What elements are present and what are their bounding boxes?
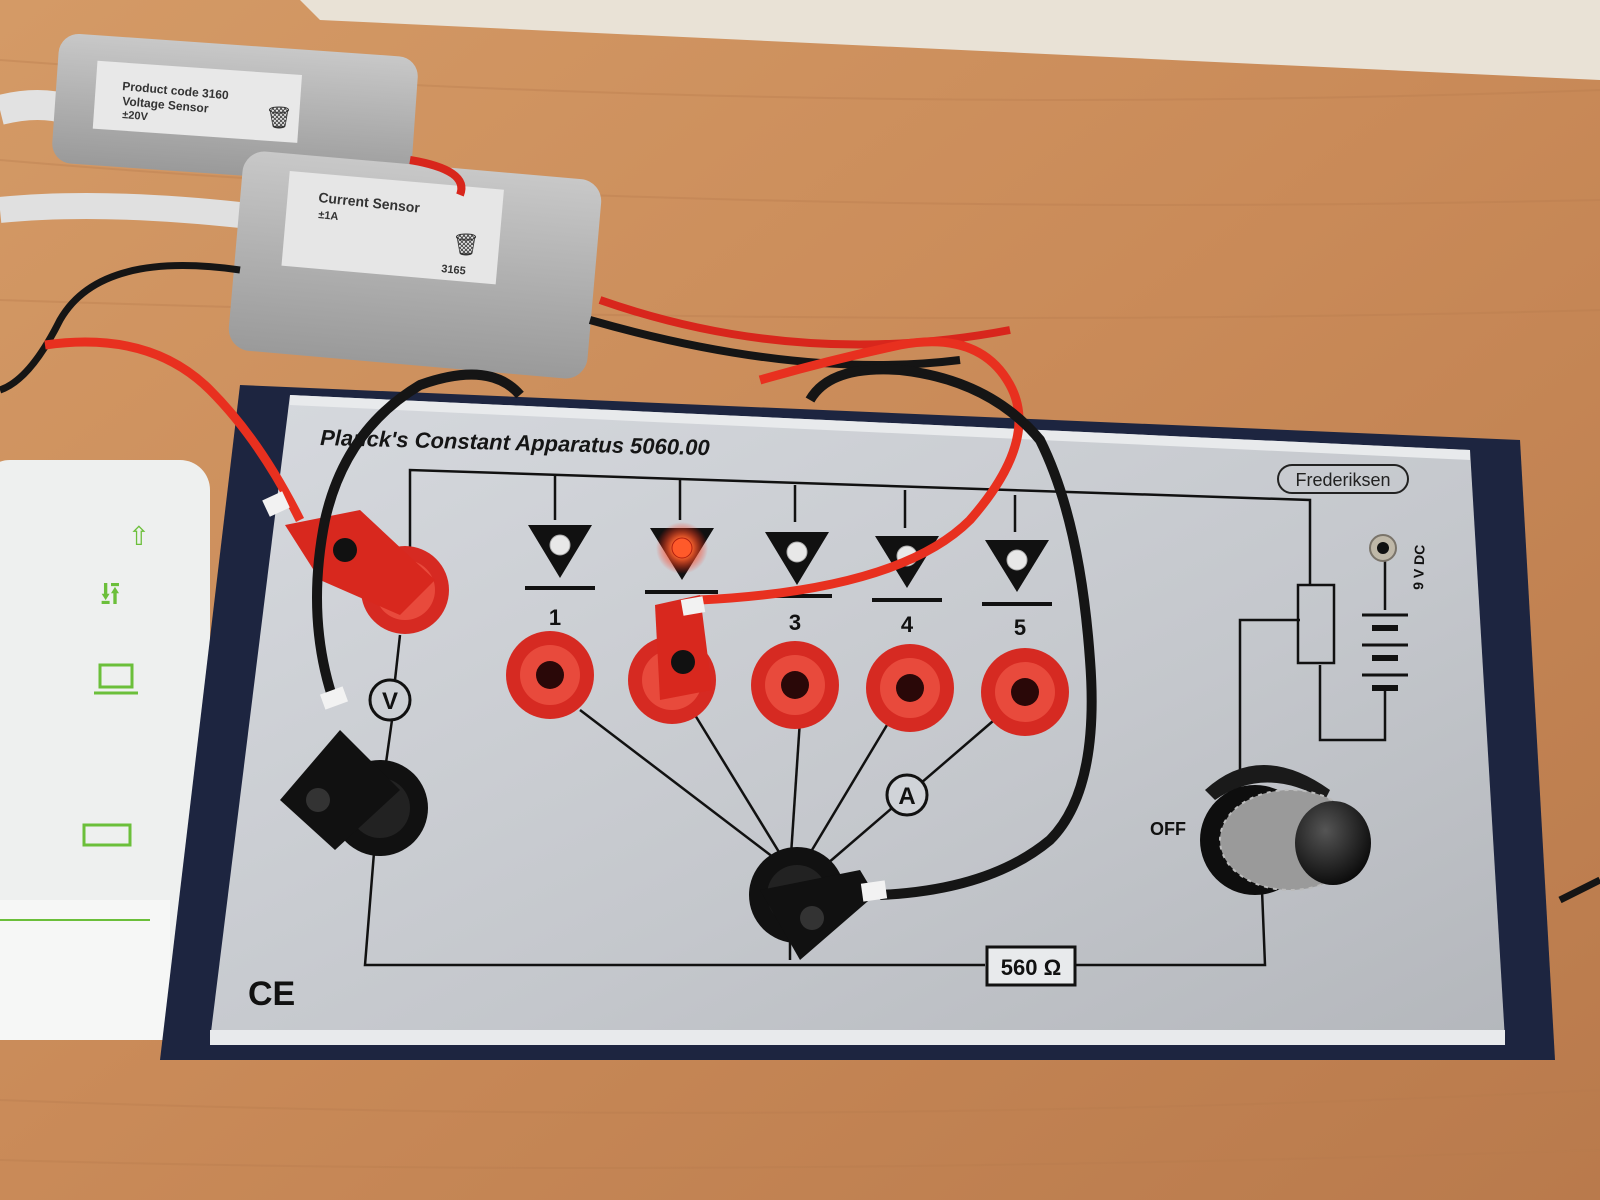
- led-5: [1006, 549, 1028, 571]
- current-sensor-label-2: ±1A: [318, 209, 339, 223]
- voltage-sensor: Product code 3160 Voltage Sensor ±20V 🗑: [52, 33, 418, 187]
- resistor-label: 560 Ω: [1001, 955, 1061, 980]
- red-plug-diode: [655, 595, 712, 700]
- led-number-3: 3: [789, 610, 801, 635]
- socket-1[interactable]: [506, 631, 594, 719]
- battery-symbol: [1362, 613, 1408, 691]
- recycle-bin-icon-2: 🗑: [452, 232, 480, 257]
- ammeter-letter: A: [898, 783, 915, 810]
- red-lead-left: [44, 337, 305, 523]
- led-number-1: 1: [549, 605, 561, 630]
- diode-1: [525, 525, 595, 590]
- voltmeter-symbol: V: [368, 678, 412, 722]
- led-2-lit: [671, 537, 693, 559]
- apparatus-box: [160, 385, 1555, 1060]
- current-sensor: Current Sensor ±1A 3165 🗑: [228, 151, 602, 379]
- wall-edge: [300, 0, 1600, 80]
- led-3: [786, 541, 808, 563]
- off-label: OFF: [1150, 819, 1186, 839]
- up-arrow-icon: ⇧: [128, 521, 150, 551]
- socket-3[interactable]: [751, 641, 839, 729]
- diode-5: [982, 540, 1052, 606]
- ce-mark: CE: [248, 975, 295, 1013]
- led-number-4: 4: [901, 612, 914, 637]
- battery-icon: [82, 823, 132, 847]
- current-sensor-code: 3165: [441, 263, 467, 277]
- socket-4[interactable]: [866, 644, 954, 732]
- potentiometer-symbol: [1296, 583, 1336, 665]
- voltage-knob[interactable]: [1200, 765, 1371, 895]
- led-1: [549, 534, 571, 556]
- power-label: 9 V DC: [1410, 544, 1428, 590]
- black-plug-left: [280, 686, 400, 850]
- laptop-icon: [98, 663, 134, 689]
- brand-logo: Frederiksen: [1277, 464, 1409, 494]
- circuit-diagram: [363, 468, 1387, 967]
- ammeter-symbol: A: [885, 773, 929, 817]
- red-lead-right: [699, 337, 1024, 605]
- voltage-sensor-label-3: ±20V: [122, 109, 149, 123]
- led-number-5: 5: [1014, 615, 1026, 640]
- power-jack[interactable]: [1369, 534, 1397, 562]
- black-plug-common: [760, 870, 888, 960]
- voltmeter-letter: V: [382, 688, 398, 715]
- resistor-box: 560 Ω: [985, 945, 1077, 987]
- socket-5[interactable]: [981, 648, 1069, 736]
- rotation-arrow-icon: [1205, 765, 1330, 800]
- usb-icon: ⭿: [100, 576, 121, 612]
- data-logger: ⇧ ⭿: [0, 460, 210, 1040]
- diode-2: [645, 522, 718, 594]
- brand-name: Frederiksen: [1295, 470, 1390, 490]
- recycle-bin-icon: 🗑: [265, 105, 293, 130]
- black-lead-left: [312, 369, 524, 707]
- black-lead-right: [805, 364, 1097, 900]
